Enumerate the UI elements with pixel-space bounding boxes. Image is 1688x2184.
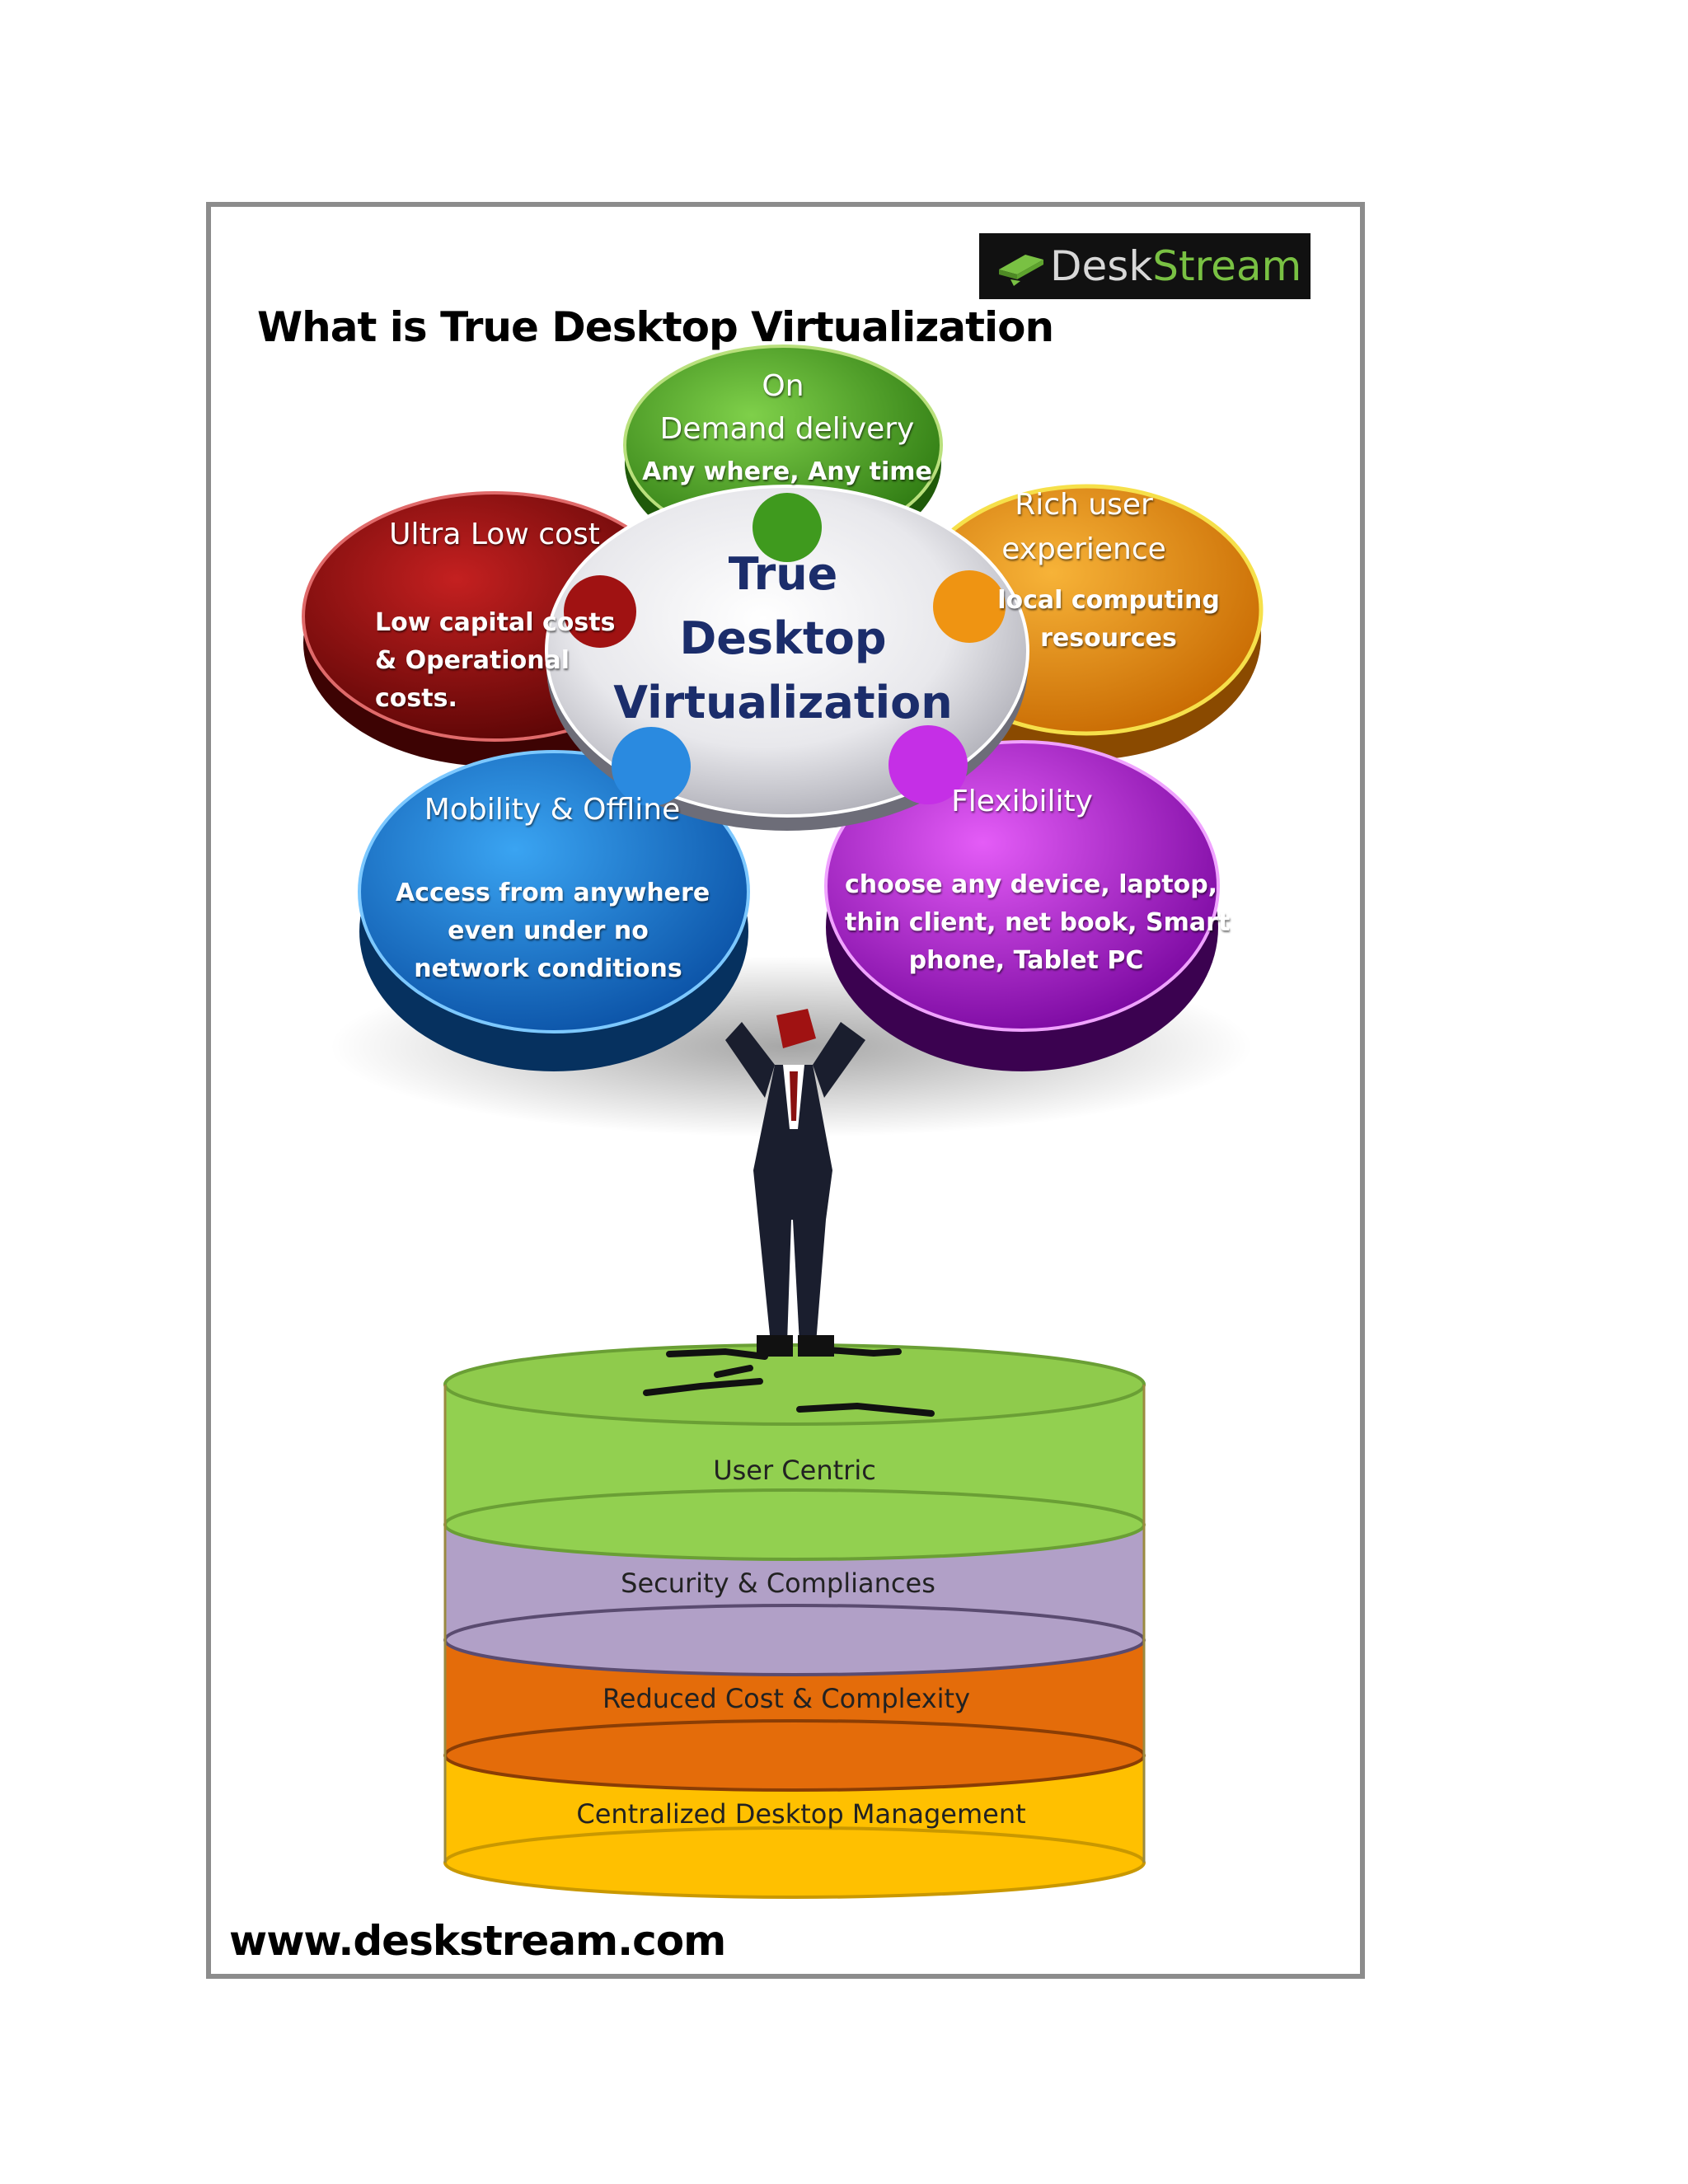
- petal-bottom-right-sub3: phone, Tablet PC: [908, 946, 1144, 975]
- hub-puzzle: [545, 485, 1029, 831]
- logo-suffix: Stream: [1152, 242, 1302, 290]
- petal-bottom-right: [824, 740, 1220, 1071]
- petal-right-head1: Rich user: [1015, 488, 1153, 522]
- petal-left-sub2: & Operational: [375, 646, 570, 675]
- petal-bottom-right-head: Flexibility: [951, 785, 1093, 818]
- petal-top-head1: On: [762, 369, 804, 403]
- petal-left-sub3: costs.: [375, 684, 457, 713]
- ground-cracks: [643, 1347, 935, 1417]
- man-figure: [725, 1009, 865, 1357]
- petal-right-sub2: resources: [1040, 624, 1177, 653]
- layer-label-0: User Centric: [713, 1455, 876, 1486]
- petal-bottom-right-sub2: thin client, net book, Smart: [845, 908, 1231, 937]
- petal-top-sub: Any where, Any time: [642, 457, 932, 486]
- petal-bottom-left-sub2: even under no: [448, 916, 649, 945]
- deskstream-logo: DeskStream: [979, 233, 1311, 299]
- layer-label-1: Security & Compliances: [621, 1568, 935, 1599]
- petal-bottom-right-sub1: choose any device, laptop,: [845, 870, 1218, 899]
- petal-bottom-left-head: Mobility & Offline: [424, 793, 681, 827]
- logo-prefix: Desk: [1050, 242, 1153, 290]
- website-url: www.deskstream.com: [229, 1917, 726, 1965]
- petal-top-head2: Demand delivery: [659, 412, 915, 446]
- desktop-logo-icon: [999, 255, 1043, 286]
- hub-line1: True: [728, 548, 838, 600]
- layer-label-2: Reduced Cost & Complexity: [602, 1683, 970, 1714]
- petal-right-sub1: local computing: [997, 586, 1220, 615]
- petal-left-head: Ultra Low cost: [389, 518, 600, 551]
- page-title: What is True Desktop Virtualization: [257, 303, 1054, 351]
- hub-line2: Desktop: [679, 612, 887, 664]
- layer-label-3: Centralized Desktop Management: [576, 1798, 1026, 1830]
- petal-left-sub1: Low capital costs: [375, 608, 616, 637]
- petal-bottom-left-sub3: network conditions: [414, 954, 682, 983]
- petal-bottom-left: [358, 750, 750, 1071]
- foundation-cylinder: [443, 1343, 1146, 1899]
- petal-bottom-left-sub1: Access from anywhere: [396, 879, 710, 907]
- petal-right-head2: experience: [1001, 532, 1166, 566]
- hub-line3: Virtualization: [613, 677, 953, 729]
